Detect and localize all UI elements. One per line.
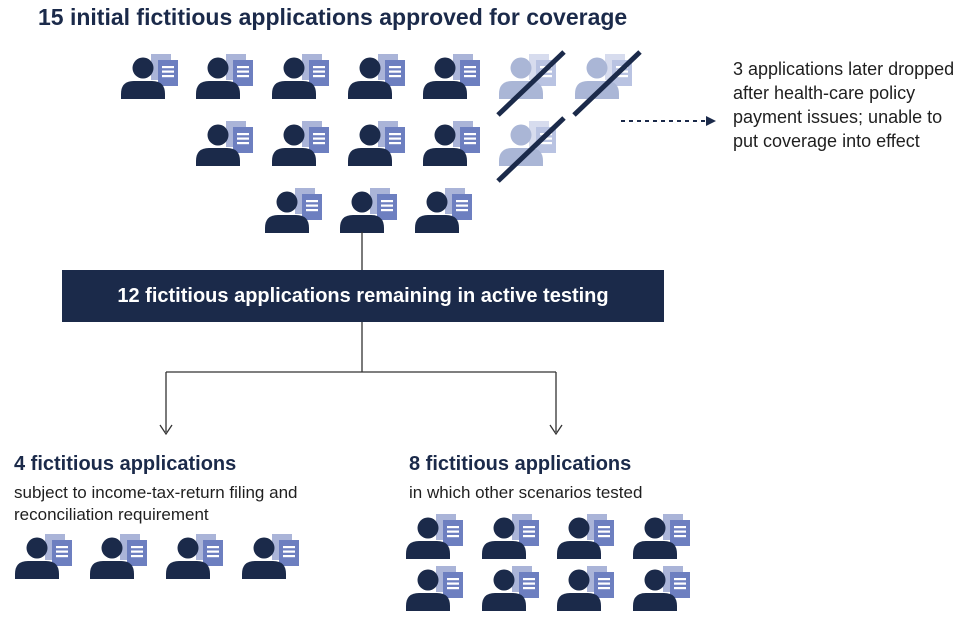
application-icon bbox=[555, 562, 619, 614]
application-icon bbox=[240, 530, 304, 582]
application-icon bbox=[404, 562, 468, 614]
application-icon bbox=[88, 530, 152, 582]
application-icon bbox=[480, 510, 544, 562]
dropped-note: 3 applications later dropped after healt… bbox=[733, 59, 955, 151]
application-icon bbox=[164, 530, 228, 582]
group-title-income-tax: 4 fictitious applications bbox=[14, 453, 237, 475]
group-title-other-scenarios: 8 fictitious applications bbox=[409, 453, 632, 475]
arrow-down-icon bbox=[549, 424, 563, 436]
application-icon bbox=[404, 510, 468, 562]
application-icon bbox=[480, 562, 544, 614]
application-icon bbox=[13, 530, 77, 582]
group-description-income-tax: subject to income-tax-return filing and … bbox=[14, 483, 298, 524]
application-icon bbox=[555, 510, 619, 562]
application-icon bbox=[631, 510, 695, 562]
remaining-banner: 12 fictitious applications remaining in … bbox=[62, 270, 664, 322]
diagram-title: 15 initial fictitious applications appro… bbox=[38, 4, 628, 30]
group-description-other-scenarios: in which other scenarios tested bbox=[409, 483, 643, 502]
application-icon bbox=[631, 562, 695, 614]
arrow-down-icon bbox=[159, 424, 173, 436]
